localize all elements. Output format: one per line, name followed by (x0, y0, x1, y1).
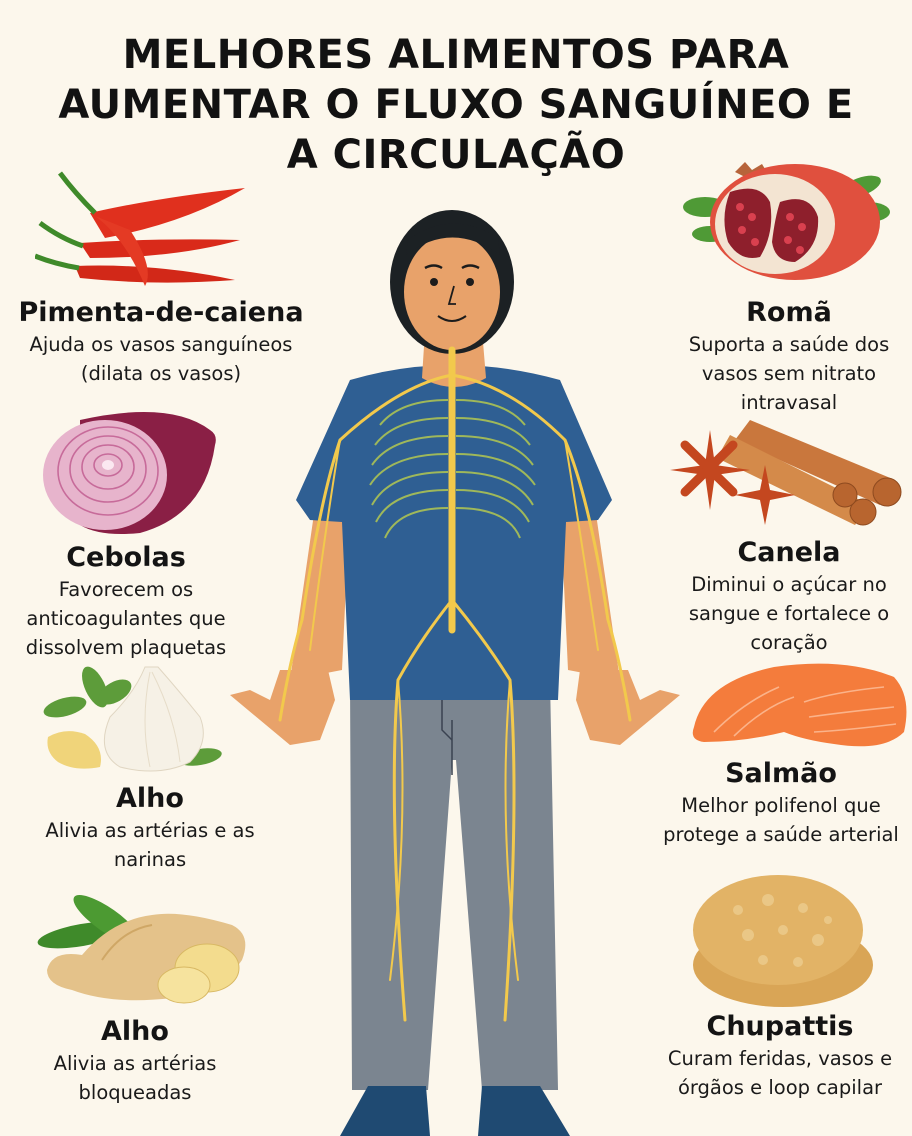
food-name: Alho (101, 1016, 169, 1047)
title-line-3: A CIRCULAÇÃO (286, 132, 626, 178)
title-line-1: MELHORES ALIMENTOS PARA (122, 32, 790, 78)
food-item-cinnamon: Canela Diminui o açúcar no sangue e fort… (664, 536, 912, 657)
garlic-illustration (40, 662, 225, 777)
human-figure-illustration (220, 200, 690, 1136)
food-description: Melhor polifenol que protege a saúde art… (663, 794, 899, 846)
page-title: MELHORES ALIMENTOS PARA AUMENTAR O FLUXO… (0, 30, 912, 180)
food-item-ginger: Alho Alivia as artérias bloqueadas (0, 1015, 270, 1107)
food-item-cayenne: Pimenta-de-caiena Ajuda os vasos sanguín… (0, 296, 322, 388)
food-description: Alivia as artérias e as narinas (45, 819, 255, 871)
pomegranate-illustration (680, 162, 890, 282)
food-description: Diminui o açúcar no sangue e fortalece o… (688, 573, 890, 654)
food-item-salmon: Salmão Melhor polifenol que protege a sa… (636, 757, 912, 849)
salmon-illustration (684, 652, 912, 752)
food-name: Canela (737, 537, 841, 568)
chili-pepper-illustration (35, 168, 250, 288)
red-onion-illustration (40, 405, 220, 535)
food-name: Cebolas (66, 542, 186, 573)
ginger-illustration (32, 890, 257, 1010)
title-line-2: AUMENTAR O FLUXO SANGUÍNEO E (58, 82, 854, 128)
cinnamon-illustration (655, 410, 912, 530)
food-item-garlic: Alho Alivia as artérias e as narinas (0, 782, 300, 874)
food-name: Alho (116, 783, 184, 814)
food-description: Alivia as artérias bloqueadas (53, 1052, 217, 1104)
food-name: Romã (746, 297, 832, 328)
food-name: Pimenta-de-caiena (18, 297, 304, 328)
food-item-onions: Cebolas Favorecem os anticoagulantes que… (0, 541, 252, 662)
food-name: Chupattis (706, 1011, 854, 1042)
food-description: Ajuda os vasos sanguíneos (dilata os vas… (29, 333, 293, 385)
food-item-pomegranate: Romã Suporta a saúde dos vasos sem nitra… (664, 296, 912, 417)
food-description: Favorecem os anticoagulantes que dissolv… (25, 578, 227, 659)
food-item-chapati: Chupattis Curam feridas, vasos e órgãos … (640, 1010, 912, 1102)
food-name: Salmão (725, 758, 837, 789)
food-description: Suporta a saúde dos vasos sem nitrato in… (688, 333, 890, 414)
food-description: Curam feridas, vasos e órgãos e loop cap… (667, 1047, 893, 1099)
chapati-illustration (688, 870, 888, 1010)
